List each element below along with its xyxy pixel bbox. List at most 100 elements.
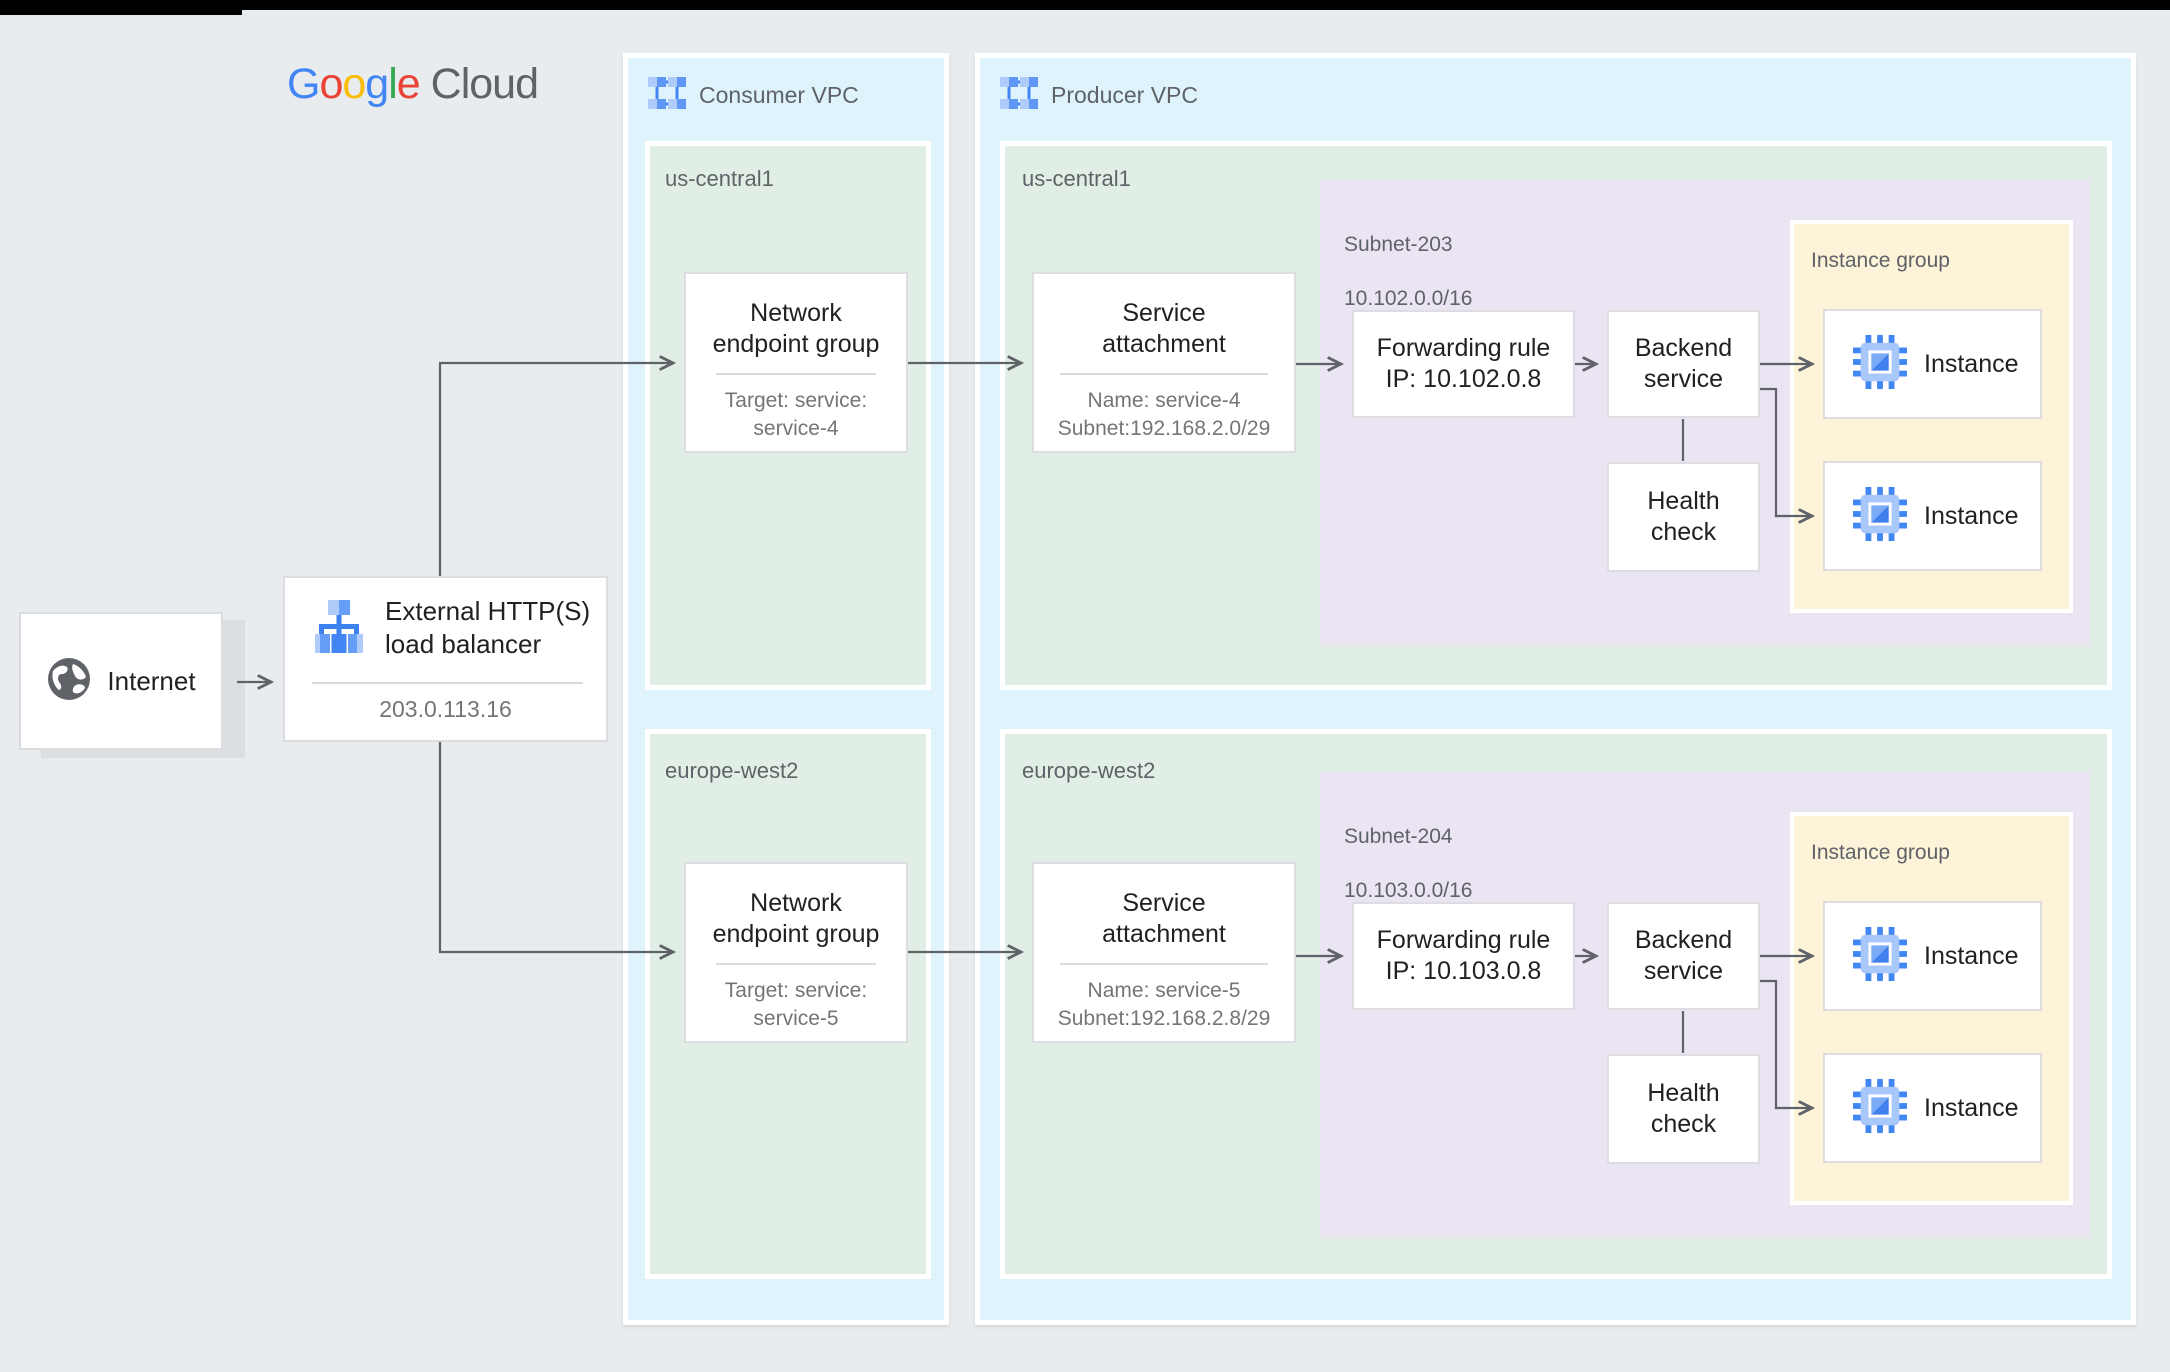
neg-target-line2: service-4 [753, 417, 839, 440]
sa-subnet: Subnet:192.168.2.0/29 [1057, 417, 1271, 440]
health-check-text: Health check [1647, 486, 1719, 548]
neg-title-line2: endpoint group [712, 330, 880, 358]
producer-vpc-header: Producer VPC [1000, 73, 1198, 118]
forwarding-rule-node-1: Forwarding rule IP: 10.102.0.8 [1352, 310, 1575, 418]
neg-target: Target: service: service-5 [725, 977, 867, 1033]
backend-line1: Backend [1634, 926, 1733, 954]
forwarding-rule-title: Forwarding rule [1376, 926, 1551, 954]
health-check-node-2: Health check [1607, 1054, 1760, 1164]
divider [1060, 963, 1268, 965]
logo-letter: o [319, 60, 343, 108]
health-line2: check [1650, 518, 1717, 546]
consumer-vpc-label: Consumer VPC [699, 82, 859, 108]
sa-title-line1: Service [1122, 299, 1206, 327]
load-balancer-ip: 203.0.113.16 [379, 696, 512, 722]
neg-target: Target: service: service-4 [725, 387, 867, 443]
subnet-name: Subnet-204 [1344, 825, 1453, 848]
sa-subnet: Subnet:192.168.2.8/29 [1057, 1007, 1271, 1030]
logo-letter: g [365, 60, 389, 108]
forwarding-rule-text: Forwarding rule IP: 10.102.0.8 [1377, 333, 1551, 395]
load-balancer-title-line2: load balancer [385, 629, 542, 659]
health-check-text: Health check [1647, 1078, 1719, 1140]
neg-title: Network endpoint group [713, 298, 880, 360]
service-attachment-node-europe-west2: Service attachment Name: service-5 Subne… [1032, 862, 1296, 1043]
sa-name: Name: service-5 [1087, 979, 1241, 1002]
neg-node-europe-west2: Network endpoint group Target: service: … [684, 862, 908, 1043]
neg-node-us-central1: Network endpoint group Target: service: … [684, 272, 908, 453]
logo-letter: o [342, 60, 366, 108]
service-attachment-details: Name: service-5 Subnet:192.168.2.8/29 [1058, 977, 1271, 1033]
divider [716, 373, 876, 375]
vpc-network-icon [648, 73, 686, 118]
backend-service-node-1: Backend service [1607, 310, 1760, 418]
globe-icon [46, 656, 92, 707]
neg-title: Network endpoint group [713, 888, 880, 950]
load-balancer-title-line1: External HTTP(S) [385, 596, 591, 626]
logo-letter: G [287, 60, 320, 108]
compute-instance-icon [1853, 486, 1907, 546]
neg-title-line1: Network [750, 889, 842, 917]
top-black-bar [0, 0, 2170, 10]
instance-label: Instance [1924, 349, 2019, 378]
top-black-bar-left [0, 0, 242, 15]
region-label: europe-west2 [1022, 758, 1156, 783]
backend-service-text: Backend service [1635, 333, 1732, 395]
region-label: europe-west2 [665, 758, 799, 783]
google-cloud-logo: Google Cloud [287, 60, 539, 109]
forwarding-rule-ip: IP: 10.103.0.8 [1385, 957, 1542, 985]
instance-label: Instance [1924, 941, 2019, 970]
health-line1: Health [1647, 1079, 1720, 1107]
load-balancer-node: External HTTP(S) load balancer 203.0.113… [283, 576, 608, 742]
forwarding-rule-ip: IP: 10.102.0.8 [1385, 365, 1542, 393]
instance-node: Instance [1823, 461, 2042, 571]
forwarding-rule-title: Forwarding rule [1376, 334, 1551, 362]
forwarding-rule-text: Forwarding rule IP: 10.103.0.8 [1377, 925, 1551, 987]
health-line1: Health [1647, 487, 1720, 515]
instance-label: Instance [1924, 501, 2019, 530]
neg-target-line1: Target: service: [724, 389, 868, 412]
service-attachment-node-us-central1: Service attachment Name: service-4 Subne… [1032, 272, 1296, 453]
neg-target-line1: Target: service: [724, 979, 868, 1002]
internet-node: Internet [19, 612, 223, 750]
logo-letter: l [388, 60, 398, 108]
service-attachment-details: Name: service-4 Subnet:192.168.2.0/29 [1058, 387, 1271, 443]
sa-title-line1: Service [1122, 889, 1206, 917]
neg-title-line2: endpoint group [712, 920, 880, 948]
forwarding-rule-node-2: Forwarding rule IP: 10.103.0.8 [1352, 902, 1575, 1010]
instance-node: Instance [1823, 901, 2042, 1011]
subnet-label: Subnet-203 10.102.0.0/16 [1344, 204, 1472, 339]
sa-name: Name: service-4 [1087, 389, 1241, 412]
subnet-cidr: 10.103.0.0/16 [1344, 879, 1473, 902]
neg-title-line1: Network [750, 299, 842, 327]
backend-line1: Backend [1634, 334, 1733, 362]
instance-group-label: Instance group [1811, 249, 1950, 272]
region-label: us-central1 [1022, 166, 1131, 191]
backend-line2: service [1643, 957, 1724, 985]
instance-group-label: Instance group [1811, 841, 1950, 864]
divider [716, 963, 876, 965]
load-balancer-title: External HTTP(S) load balancer [385, 595, 605, 661]
sa-title-line2: attachment [1102, 920, 1226, 948]
service-attachment-title: Service attachment [1102, 298, 1226, 360]
load-balancer-icon [315, 600, 363, 659]
backend-service-text: Backend service [1635, 925, 1732, 987]
subnet-name: Subnet-203 [1344, 233, 1453, 256]
subnet-cidr: 10.102.0.0/16 [1344, 287, 1473, 310]
compute-instance-icon [1853, 926, 1907, 986]
backend-service-node-2: Backend service [1607, 902, 1760, 1010]
compute-instance-icon [1853, 1078, 1907, 1138]
region-label: us-central1 [665, 166, 774, 191]
health-check-node-1: Health check [1607, 462, 1760, 572]
internet-label: Internet [107, 665, 196, 696]
instance-node: Instance [1823, 1053, 2042, 1163]
compute-instance-icon [1853, 334, 1907, 394]
logo-letter: e [396, 60, 421, 108]
instance-label: Instance [1924, 1093, 2019, 1122]
instance-node: Instance [1823, 309, 2042, 419]
logo-cloud-text: Cloud [419, 60, 539, 108]
service-attachment-title: Service attachment [1102, 888, 1226, 950]
producer-vpc-label: Producer VPC [1051, 82, 1199, 108]
backend-line2: service [1643, 365, 1724, 393]
neg-target-line2: service-5 [753, 1007, 839, 1030]
